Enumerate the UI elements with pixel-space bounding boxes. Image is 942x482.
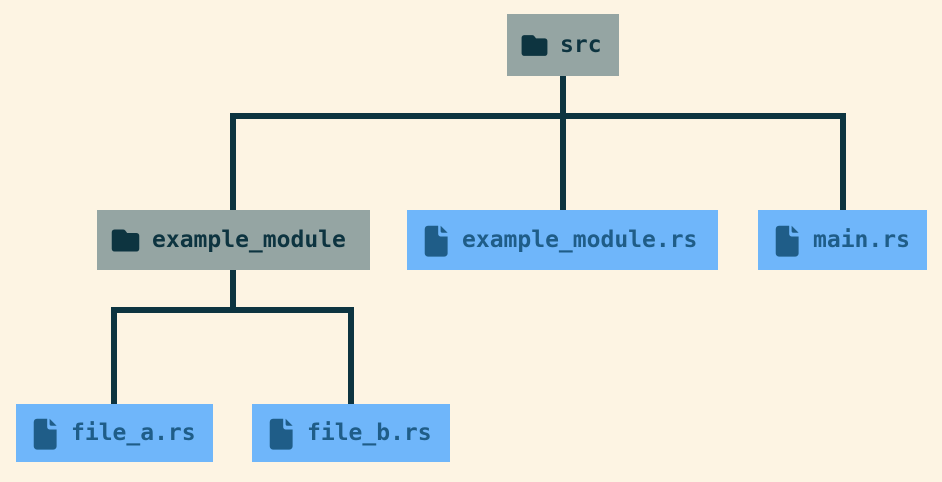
node-example-module: example_module: [97, 210, 370, 270]
file-icon: [28, 416, 61, 451]
folder-icon: [109, 224, 142, 257]
node-example-module-rs: example_module.rs: [407, 210, 718, 270]
node-src: src: [507, 14, 619, 76]
file-icon: [264, 416, 297, 451]
edge-src-to-example-module: [230, 113, 236, 210]
edge-level1-horizontal: [230, 113, 846, 119]
edge-example-module-vertical: [230, 270, 236, 313]
file-icon: [419, 223, 452, 258]
node-label: file_b.rs: [307, 420, 432, 446]
edge-to-file-b: [348, 307, 354, 406]
edge-src-vertical: [560, 76, 566, 212]
node-label: example_module: [152, 227, 346, 253]
node-file-a-rs: file_a.rs: [16, 404, 213, 462]
edge-src-to-main-rs: [840, 113, 846, 210]
node-label: file_a.rs: [71, 420, 196, 446]
edge-to-file-a: [111, 307, 117, 406]
node-file-b-rs: file_b.rs: [252, 404, 450, 462]
folder-icon: [519, 30, 550, 61]
node-main-rs: main.rs: [758, 210, 927, 270]
node-label: example_module.rs: [462, 227, 698, 253]
edge-level2-horizontal: [111, 307, 354, 313]
node-label: src: [560, 32, 602, 58]
node-label: main.rs: [813, 227, 910, 253]
file-icon: [770, 223, 803, 258]
